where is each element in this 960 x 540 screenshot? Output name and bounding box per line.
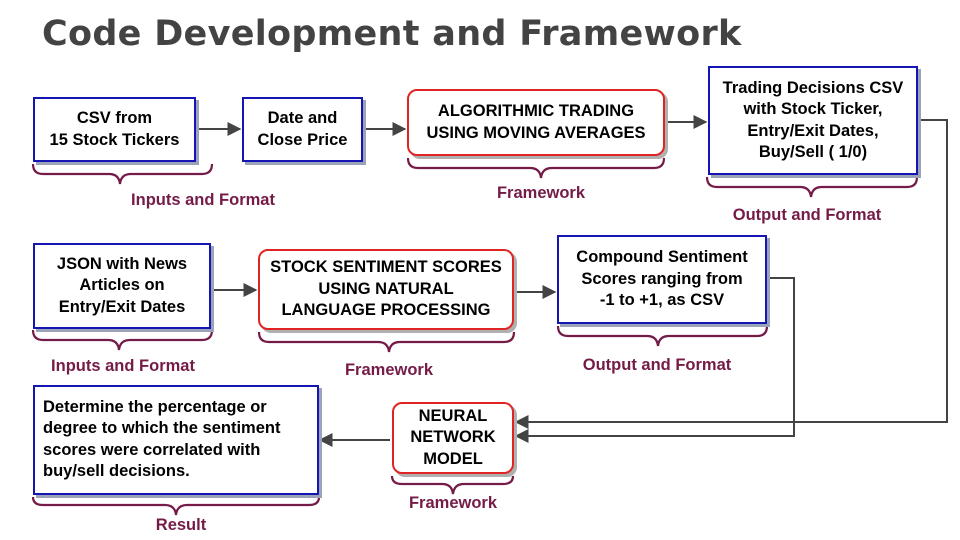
json-news-box: JSON with News Articles on Entry/Exit Da… — [33, 243, 211, 329]
label-output-format-2: Output and Format — [582, 356, 732, 374]
trading-decisions-box: Trading Decisions CSV with Stock Ticker,… — [708, 66, 918, 175]
label-output-format-1: Output and Format — [732, 206, 882, 224]
compound-scores-text: Compound Sentiment Scores ranging from -… — [576, 248, 748, 310]
compound-scores-box: Compound Sentiment Scores ranging from -… — [557, 235, 767, 324]
brace-inputs-format-1 — [31, 163, 214, 185]
arrow-compound-to-nn — [514, 277, 795, 443]
result-box: Determine the percentage or degree to wh… — [33, 385, 319, 495]
brace-framework-1 — [406, 157, 666, 179]
brace-framework-2 — [257, 331, 516, 353]
algo-trading-text: ALGORITHMIC TRADING USING MOVING AVERAGE… — [426, 102, 646, 142]
label-framework-3: Framework — [408, 494, 498, 512]
brace-inputs-format-2 — [31, 329, 214, 351]
label-framework-1: Framework — [496, 184, 586, 202]
json-news-text: JSON with News Articles on Entry/Exit Da… — [56, 254, 188, 316]
brace-output-format-1 — [705, 176, 919, 198]
date-close-box: Date and Close Price — [242, 97, 363, 162]
label-framework-2: Framework — [344, 361, 434, 379]
label-result: Result — [155, 516, 207, 534]
csv-tickers-box: CSV from 15 Stock Tickers — [33, 97, 196, 162]
label-inputs-format-2: Inputs and Format — [51, 357, 195, 375]
label-inputs-format-1: Inputs and Format — [131, 191, 275, 209]
page-title: Code Development and Framework — [42, 14, 742, 54]
brace-framework-3 — [390, 475, 515, 495]
trading-decisions-text: Trading Decisions CSV with Stock Ticker,… — [722, 78, 904, 161]
result-text: Determine the percentage or degree to wh… — [43, 398, 281, 481]
neural-network-box: NEURAL NETWORK MODEL — [392, 402, 514, 474]
sentiment-nlp-text: STOCK SENTIMENT SCORES USING NATURAL LAN… — [270, 258, 502, 320]
neural-network-text: NEURAL NETWORK MODEL — [410, 406, 496, 468]
csv-tickers-text: CSV from 15 Stock Tickers — [49, 109, 180, 149]
arrow-decisions-to-nn — [514, 119, 948, 429]
brace-output-format-2 — [556, 325, 769, 347]
algo-trading-box: ALGORITHMIC TRADING USING MOVING AVERAGE… — [407, 89, 665, 156]
brace-result — [31, 496, 321, 516]
sentiment-nlp-box: STOCK SENTIMENT SCORES USING NATURAL LAN… — [258, 249, 514, 330]
date-close-text: Date and Close Price — [257, 109, 348, 149]
